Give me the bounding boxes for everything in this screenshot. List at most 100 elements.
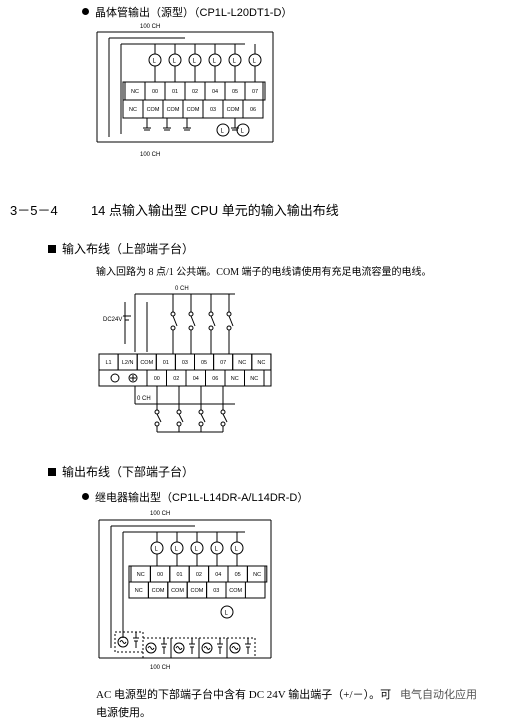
s2-terminal-top-label: 07	[220, 360, 226, 366]
lamp-label: L	[213, 59, 217, 65]
s3-terminal-top-label: 02	[196, 572, 202, 578]
switch-contact	[170, 311, 176, 317]
switch-contact	[154, 409, 160, 415]
switch-contact	[198, 409, 204, 415]
switch-contact	[170, 325, 176, 331]
watermark-text: 电气自动化应用	[400, 689, 477, 701]
ac-source-icon	[145, 642, 157, 654]
power-source-box	[114, 631, 144, 653]
s3-terminal-bottom-label: COM	[171, 588, 184, 594]
s3-terminal-top-label: 01	[176, 572, 182, 578]
lamp-label: L	[221, 129, 225, 135]
earth-icon	[110, 373, 120, 383]
s1-terminal-bottom-label: COM	[147, 107, 160, 113]
s3-terminal-top-label: 04	[215, 572, 221, 578]
top-ch-label: 100 CH	[150, 511, 170, 517]
switch-contact	[220, 409, 226, 415]
switch-contact	[226, 311, 232, 317]
s3-terminal-bottom-label: NC	[135, 588, 143, 594]
top-ch-label: 0 CH	[175, 286, 189, 292]
s2-terminal-bottom-cell	[244, 369, 265, 387]
lamp-label: L	[241, 129, 245, 135]
s1-terminal-bottom-label: NC	[129, 107, 137, 113]
s2-terminal-top-label: L1	[105, 360, 111, 366]
lamp-label: L	[193, 59, 197, 65]
s2-terminal-top-label: NC	[257, 360, 265, 366]
s2-terminal-bottom-label: NC	[250, 376, 258, 382]
lamp-label: L	[155, 547, 159, 553]
switch-contact	[208, 325, 214, 331]
s3-terminal-top-label: NC	[137, 572, 145, 578]
lamp-icon	[236, 123, 250, 137]
section1-title: 晶体管输出（源型）（CP1L-L20DT1-D）	[82, 4, 292, 20]
square-bullet-icon	[48, 245, 56, 253]
switch-contact	[176, 421, 182, 427]
s2-terminal-bottom-label: 00	[154, 376, 160, 382]
s2-terminal-top-label: 01	[163, 360, 169, 366]
s1-terminal-top-label: 04	[212, 89, 218, 95]
power-source-box	[226, 637, 256, 659]
switch-contact	[176, 409, 182, 415]
lamp-label: L	[253, 59, 257, 65]
ac-source-icon	[173, 642, 185, 654]
s2-terminal-bottom-label: 02	[173, 376, 179, 382]
lamp-label: L	[233, 59, 237, 65]
lamp-label: L	[153, 59, 157, 65]
switch-contact	[226, 325, 232, 331]
s3-terminal-bottom-cell	[225, 581, 246, 599]
s1-terminal-bottom-label: 03	[210, 107, 216, 113]
switch-contact	[198, 421, 204, 427]
dc24v-label: DC24V	[103, 317, 122, 323]
s3-terminal-bottom-label: COM	[229, 588, 242, 594]
section-heading: 3－5－4 14 点输入输出型 CPU 单元的输入输出布线	[10, 200, 339, 219]
s1-terminal-bottom-cell	[242, 99, 264, 119]
s3-terminal-top-label: 00	[157, 572, 163, 578]
s2-terminal-bottom-label: 06	[212, 376, 218, 382]
relay-output-title: 继电器输出型（CP1L-L14DR-A/L14DR-D）	[82, 489, 308, 505]
switch-contact	[188, 325, 194, 331]
s1-terminal-bottom-label: COM	[167, 107, 180, 113]
bullet-dot	[82, 493, 89, 500]
s3-terminal-top-label: 05	[235, 572, 241, 578]
s3-terminal-top-label: NC	[253, 572, 261, 578]
input-wiring-title: 输入布线（上部端子台）	[48, 240, 194, 257]
s3-terminal-top-cell	[246, 565, 268, 583]
s3-terminal-bottom-label: 03	[213, 588, 219, 594]
square-bullet-icon	[48, 468, 56, 476]
s2-terminal-bottom-label: 04	[193, 376, 199, 382]
s2-terminal-top-label: L2/N	[122, 360, 134, 366]
s2-terminal-top-label: 05	[201, 360, 207, 366]
s2-terminal-top-label: NC	[238, 360, 246, 366]
s3-terminal-bottom-label: COM	[190, 588, 203, 594]
lamp-label: L	[225, 611, 229, 617]
switch-contact	[208, 311, 214, 317]
ground-icon	[128, 373, 138, 383]
footer-line2: 电源使用。	[96, 707, 151, 719]
section-title: 14 点输入输出型 CPU 单元的输入输出布线	[90, 203, 339, 218]
bottom-ch-label: 100 CH	[150, 665, 170, 671]
ac-source-icon	[201, 642, 213, 654]
bottom-ch-label: 100 CH	[140, 152, 160, 158]
lamp-label: L	[195, 547, 199, 553]
s1-terminal-top-label: 01	[172, 89, 178, 95]
switch-contact	[188, 311, 194, 317]
s2-terminal-bottom-label: NC	[231, 376, 239, 382]
s1-terminal-top-label: NC	[131, 89, 139, 95]
switch-contact	[220, 421, 226, 427]
section-number: 3－5－4	[10, 203, 58, 218]
ac-source-icon	[117, 636, 129, 648]
ac-source-icon	[229, 642, 241, 654]
bottom-ch-label: 0 CH	[137, 396, 151, 402]
s1-terminal-top-label: 00	[152, 89, 158, 95]
lamp-icon	[216, 123, 230, 137]
footer-line1: AC 电源型的下部端子台中含有 DC 24V 输出端子（+/－）。可	[96, 689, 392, 701]
lamp-label: L	[175, 547, 179, 553]
switch-contact	[154, 421, 160, 427]
input-description: 输入回路为 8 点/1 公共端。COM 端子的电线请使用有充足电流容量的电线。	[96, 267, 432, 278]
s2-terminal-top-label: COM	[140, 360, 153, 366]
s1-terminal-top-label: 07	[252, 89, 258, 95]
s1-terminal-bottom-label: 06	[250, 107, 256, 113]
